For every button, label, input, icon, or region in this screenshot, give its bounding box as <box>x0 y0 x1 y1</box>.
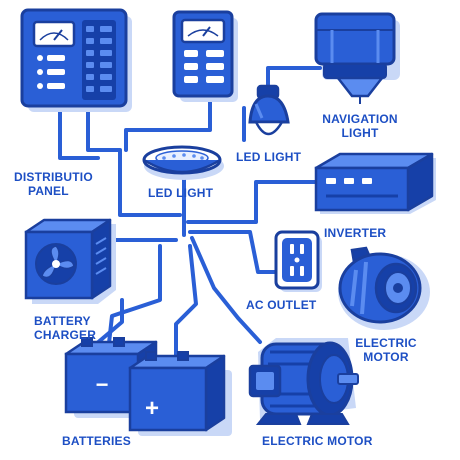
navigation-light-icon <box>314 12 400 104</box>
inverter-icon <box>314 152 436 214</box>
dome-led-light-icon <box>142 145 224 180</box>
batteries-label: BATTERIES <box>62 434 131 448</box>
navigation-light-label: NAVIGATION LIGHT <box>318 112 402 140</box>
electric-motor-small-icon <box>338 246 430 330</box>
pendant-led-light-icon <box>248 84 290 136</box>
electric-motor-bottom-label: ELECTRIC MOTOR <box>262 434 373 448</box>
battery-negative-symbol: − <box>96 372 109 397</box>
battery-right-icon: + <box>128 351 232 436</box>
electric-motor-right-label-line1: ELECTRIC <box>355 336 417 350</box>
navigation-light-label-line2: LIGHT <box>341 126 379 140</box>
battery-charger-icon <box>24 218 116 304</box>
electric-motor-right-label: ELECTRIC MOTOR <box>346 336 426 364</box>
inverter-label: INVERTER <box>324 226 387 240</box>
distribution-panel-label-line1: DISTRIBUTIO <box>14 170 93 184</box>
distribution-panel-label-line2: PANEL <box>28 184 69 198</box>
ac-outlet-icon <box>274 230 322 292</box>
electric-motor-large-icon <box>248 338 359 425</box>
meter-panel-icon <box>172 10 238 102</box>
wires <box>58 66 322 362</box>
electric-motor-right-label-line2: MOTOR <box>363 350 409 364</box>
ac-outlet-label: AC OUTLET <box>246 298 317 312</box>
battery-left-icon: − <box>64 337 162 418</box>
led-light-mid-label: LED LIGHT <box>148 186 214 200</box>
distribution-panel-icon <box>20 8 132 112</box>
distribution-panel-label: DISTRIBUTIO PANEL <box>14 170 93 198</box>
battery-charger-label: BATTERY CHARGER <box>34 314 96 342</box>
battery-positive-symbol: + <box>145 395 159 422</box>
led-light-top-label: LED LIGHT <box>236 150 302 164</box>
battery-charger-label-line2: CHARGER <box>34 328 97 342</box>
navigation-light-label-line1: NAVIGATION <box>322 112 398 126</box>
battery-charger-label-line1: BATTERY <box>34 314 91 328</box>
